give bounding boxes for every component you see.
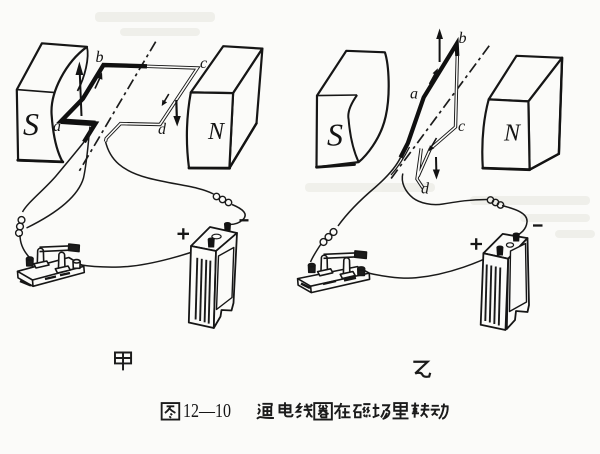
svg-text:d: d bbox=[421, 181, 430, 198]
svg-text:12—10: 12—10 bbox=[183, 401, 231, 422]
svg-text:N: N bbox=[207, 119, 226, 145]
svg-text:b: b bbox=[459, 30, 467, 47]
svg-text:a: a bbox=[410, 86, 418, 103]
svg-text:a: a bbox=[53, 118, 61, 135]
svg-text:N: N bbox=[503, 121, 522, 147]
svg-text:S: S bbox=[23, 106, 39, 142]
svg-text:c: c bbox=[458, 118, 465, 135]
svg-text:b: b bbox=[96, 49, 104, 66]
svg-text:d: d bbox=[158, 121, 167, 138]
svg-text:S: S bbox=[327, 117, 343, 153]
svg-text:c: c bbox=[200, 55, 207, 72]
